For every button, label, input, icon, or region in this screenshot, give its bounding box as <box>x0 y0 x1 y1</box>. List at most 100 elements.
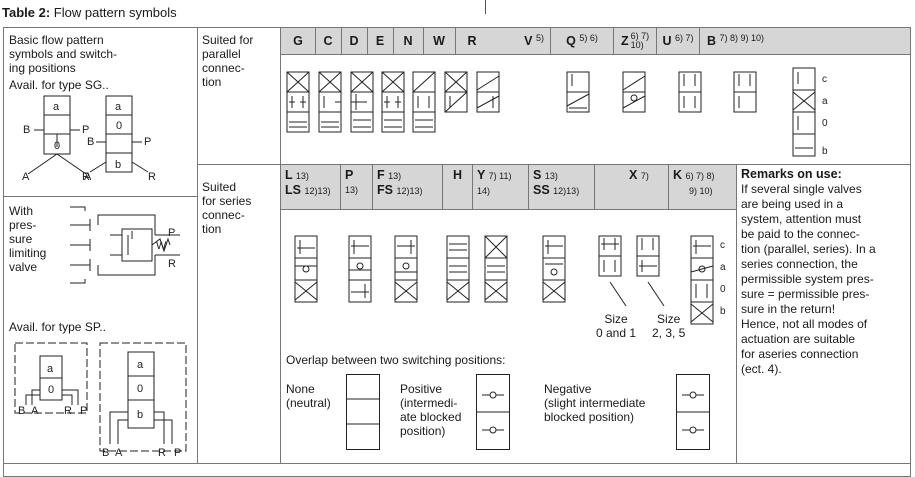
parallel-line: Suited for <box>202 33 254 47</box>
header-Y: Y 7) 11)14) <box>473 165 529 209</box>
parallel-line: parallel <box>202 47 241 61</box>
overlap-negative-line: Negative <box>544 382 592 396</box>
symbol-G <box>286 71 310 133</box>
header-V: V 5) <box>489 28 551 54</box>
header-X: X 7) <box>595 165 669 209</box>
b-label-c: c <box>822 74 827 85</box>
pressure-port-W: W <box>156 240 167 252</box>
series-symbols: c a 0 b <box>294 235 726 325</box>
row-separator <box>197 164 911 165</box>
with-line: pres- <box>9 218 37 232</box>
overlap-positive-label: Positive (intermedi- ate blocked positio… <box>400 382 461 438</box>
overlap-negative-symbol <box>676 374 710 450</box>
symbol-H <box>446 235 470 303</box>
footer-separator <box>3 463 911 464</box>
port-a-label: a <box>53 101 60 113</box>
parallel-symbols: c a 0 b <box>286 67 828 157</box>
remarks-title: Remarks on use: <box>741 167 842 181</box>
series-line: connec- <box>202 208 245 222</box>
size-line: Size <box>657 312 681 326</box>
overlap-negative-label: Negative (slight intermediate blocked po… <box>544 382 645 424</box>
sp-port-zero-2: 0 <box>137 383 143 395</box>
with-line: valve <box>9 260 38 274</box>
port-R-label: R <box>82 171 90 182</box>
column-separator-left <box>197 27 198 463</box>
overlap-negative-line: (slight intermediate <box>544 396 646 410</box>
port-a-label-2: a <box>115 101 122 113</box>
remarks-line: Hence, not all modes of <box>741 317 868 331</box>
overlap-positive-line: position) <box>400 424 446 438</box>
remarks-line: are being used in a <box>741 197 844 211</box>
sp-port-P-2: P <box>174 447 181 459</box>
remarks-separator <box>736 164 737 463</box>
k-label-c: c <box>720 240 725 251</box>
table-caption: Flow pattern symbols <box>53 5 177 20</box>
header-E: E <box>367 28 394 54</box>
remarks-line: If several single valves <box>741 182 862 196</box>
port-B-label: B <box>23 124 30 136</box>
sp-port-A-2: A <box>115 447 123 459</box>
remarks-line: system, attention must <box>741 212 862 226</box>
sp-port-R-2: R <box>158 447 166 459</box>
series-line: tion <box>202 222 222 236</box>
header-G: G <box>281 28 316 54</box>
overlap-positive-line: Positive <box>400 382 443 396</box>
basic-label: Basic flow pattern symbols and switch- i… <box>9 33 117 75</box>
port-P-label-2: P <box>144 136 151 148</box>
overlap-none-line: None <box>286 382 315 396</box>
overlap-positive-line: (intermedi- <box>400 396 458 410</box>
header-Q: Q 5) 6) <box>551 28 614 54</box>
symbol-W <box>444 71 468 113</box>
sp-port-a: a <box>47 363 54 375</box>
b-label-0: 0 <box>822 118 828 129</box>
x-size-large-label: Size 2, 3, 5 <box>652 312 685 340</box>
row-separator-left <box>3 196 198 197</box>
parallel-line: connec- <box>202 61 245 75</box>
port-P-label: P <box>82 124 89 136</box>
remarks-line: permissible system pres- <box>741 272 874 286</box>
overlap-negative-line: blocked position) <box>544 410 635 424</box>
x-size1-pointer <box>609 281 627 307</box>
overlap-title: Overlap between two switching positions: <box>286 353 506 367</box>
sp-port-zero: 0 <box>48 384 54 396</box>
avail-sp-label: Avail. for type SP.. <box>9 320 106 334</box>
symbol-K <box>690 235 714 325</box>
port-zero-label-2: 0 <box>116 120 122 132</box>
x-size-small-label: Size 0 and 1 <box>596 312 636 340</box>
remarks-line: be paid to the connec- <box>741 227 860 241</box>
basic-line: Basic flow pattern <box>9 33 104 47</box>
symbol-R <box>476 71 500 113</box>
header-D: D <box>341 28 368 54</box>
basic-symbol-sp: a 0 B A R P a 0 b B A R P <box>14 342 187 459</box>
symbol-E <box>381 71 405 133</box>
symbol-F <box>394 235 418 303</box>
k-label-b: b <box>720 306 726 317</box>
symbol-U <box>733 71 757 113</box>
port-A-label-2: A <box>84 171 92 182</box>
series-line: for series <box>202 194 252 208</box>
header-L-LS: L 13)LS 12)13) <box>281 165 341 209</box>
overlap-none-label: None (neutral) <box>286 382 331 410</box>
header-R: R <box>467 34 477 48</box>
k-label-0: 0 <box>720 284 726 295</box>
port-b-label-2: b <box>115 159 121 171</box>
header-U: U 6) 7) <box>657 28 700 54</box>
header-B: B 7) 8) 9) 10) <box>707 33 765 48</box>
series-label: Suited for series connec- tion <box>202 180 251 236</box>
header-K: K 6) 7) 8)9) 10) <box>673 168 715 196</box>
b-label-b: b <box>822 146 828 157</box>
sp-port-R: R <box>64 405 72 417</box>
pressure-limiting-valve-symbol: P R W <box>70 206 180 284</box>
with-pressure-label: With pres- sure limiting valve <box>9 204 46 274</box>
symbol-P <box>348 235 372 303</box>
remarks-line: tion (parallel, series). In a <box>741 242 876 256</box>
symbol-Z <box>678 71 702 113</box>
symbol-V <box>566 71 590 113</box>
series-line: Suited <box>202 180 237 194</box>
with-line: With <box>9 204 33 218</box>
symbol-Q <box>622 71 646 113</box>
sp-port-a-2: a <box>137 359 144 371</box>
size-line: 2, 3, 5 <box>652 326 686 340</box>
